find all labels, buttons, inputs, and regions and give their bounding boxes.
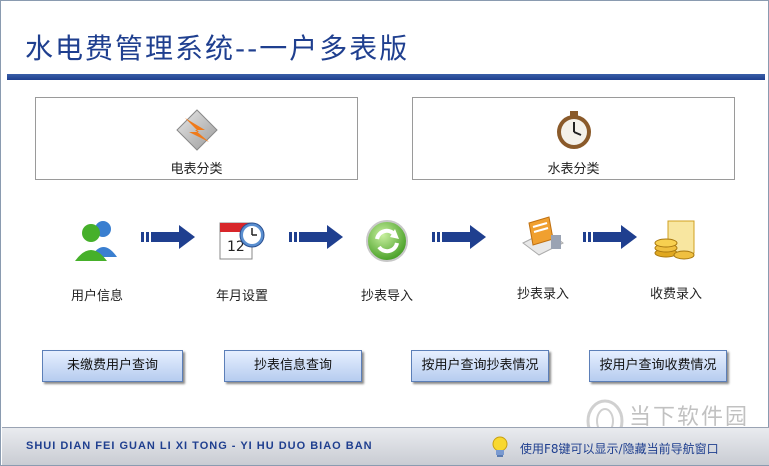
water-meter-category-button[interactable]: 水表分类 [412,97,735,180]
step-period-settings[interactable]: 12 年月设置 [202,215,282,304]
arrow-right-icon [141,225,195,249]
title-divider [7,74,765,80]
meter-entry-icon [522,216,564,256]
payment-by-user-query-button[interactable]: 按用户查询收费情况 [589,350,727,382]
f8-tip-text: 使用F8键可以显示/隐藏当前导航窗口 [520,442,719,456]
electric-meter-category-button[interactable]: 电表分类 [35,97,358,180]
step-reading-import-label: 抄表导入 [360,289,413,304]
refresh-import-icon [366,220,408,262]
app-title: 水电费管理系统--一户多表版 [25,32,410,65]
users-icon [75,221,117,261]
status-bar: SHUI DIAN FEI GUAN LI XI TONG - YI HU DU… [2,427,769,465]
step-reading-entry[interactable]: 抄表录入 [503,213,583,302]
lightbulb-icon [492,436,508,457]
water-meter-category-label: 水表分类 [547,162,600,177]
arrow-right-icon [289,225,343,249]
water-clock-icon [556,111,591,149]
step-reading-entry-label: 抄表录入 [516,287,569,302]
unpaid-users-query-button[interactable]: 未缴费用户查询 [42,350,183,382]
coins-icon [654,220,695,260]
svg-text:12: 12 [227,239,245,255]
step-payment-entry-label: 收费录入 [649,287,702,302]
electric-meter-icon [175,109,218,151]
step-period-settings-label: 年月设置 [215,289,268,304]
step-user-info[interactable]: 用户信息 [57,215,137,304]
step-reading-import[interactable]: 抄表导入 [347,215,427,304]
footer-pinyin-title: SHUI DIAN FEI GUAN LI XI TONG - YI HU DU… [26,440,373,452]
electric-meter-category-label: 电表分类 [170,162,223,177]
reading-by-user-query-button[interactable]: 按用户查询抄表情况 [411,350,549,382]
arrow-right-icon [583,225,637,249]
arrow-right-icon [432,225,486,249]
step-user-info-label: 用户信息 [70,289,123,304]
reading-info-query-button[interactable]: 抄表信息查询 [224,350,362,382]
calendar-clock-icon: 12 [219,222,265,260]
step-payment-entry[interactable]: 收费录入 [636,213,716,302]
